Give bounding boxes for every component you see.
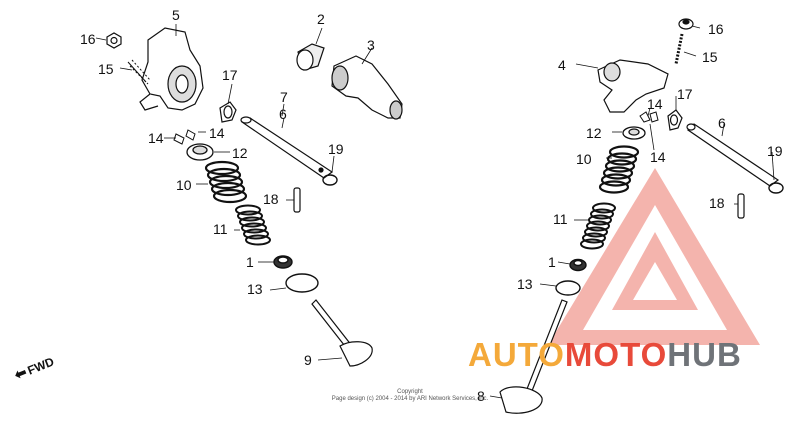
callout-17-right: 17 [677,86,693,102]
spring-seat-left [285,273,319,293]
outer-spring-left [204,160,248,204]
callout-5: 5 [172,7,180,23]
o-ring-right [768,182,784,194]
dowel-pin-right [667,109,683,131]
callout-13-left: 13 [247,281,263,297]
automotohub-watermark: AUTOMOTOHUB [468,336,742,374]
rocker-arm-right [597,59,669,113]
callout-18-right: 18 [709,195,725,211]
callout-11-left: 11 [213,221,228,237]
valve-cotters-right [639,111,659,123]
callout-8: 8 [477,388,485,404]
pin-right [737,193,745,219]
callout-1-right: 1 [548,254,556,270]
exhaust-valve [311,299,373,367]
callout-1-left: 1 [246,254,254,270]
callout-2: 2 [317,11,325,27]
outer-spring-right [598,145,640,194]
callout-6-left: 6 [279,106,287,122]
adjuster-screw-left [127,59,151,85]
callout-12-right: 12 [586,125,602,141]
rocker-shaft-right [686,123,780,187]
spring-retainer-right [622,126,646,140]
copyright-line-1: Copyright [397,389,423,395]
callout-10-right: 10 [576,151,592,167]
callout-14-right-b: 14 [650,149,666,165]
pin-left [293,187,301,213]
camshaft [331,55,403,120]
valve-stem-seal-right [569,258,587,272]
watermark-auto: AUTO [468,336,565,373]
callout-13-right: 13 [517,276,533,292]
leader-lines [95,24,775,399]
callout-19-left: 19 [328,141,344,157]
rocker-arm-left [139,27,204,111]
callout-15-left: 15 [98,61,114,77]
spring-retainer-left [186,143,214,161]
inner-spring-left [235,204,271,246]
valve-cotters-left [173,129,196,145]
callout-12-left: 12 [232,145,248,161]
callout-14-right-a: 14 [647,96,663,112]
callout-7: 7 [280,89,288,105]
intake-valve [499,299,568,414]
lock-nut-right [678,18,694,30]
callout-16-left: 16 [80,31,96,47]
callout-4: 4 [558,57,566,73]
adjuster-screw-right [674,33,684,65]
callout-3: 3 [367,37,375,53]
callout-14-left-b: 14 [209,125,225,141]
callout-14-left-a: 14 [148,130,164,146]
callout-18-left: 18 [263,191,279,207]
copyright-notice: Copyright Page design (c) 2004 - 2014 by… [315,389,505,403]
copyright-line-2: Page design (c) 2004 - 2014 by ARI Netwo… [331,396,489,403]
valve-stem-seal-left [273,255,293,269]
callout-11-right: 11 [553,211,568,227]
rocker-shaft-left [240,116,334,179]
watermark-triangle [548,168,760,345]
callout-9: 9 [304,352,312,368]
callout-17-left: 17 [222,67,238,83]
callout-6-right: 6 [718,115,726,131]
lock-nut-left [106,32,122,49]
watermark-moto: MOTO [564,336,668,373]
watermark-hub: HUB [667,336,742,373]
inner-spring-right [580,202,616,250]
spring-seat-right [555,280,581,296]
callout-15-right: 15 [702,49,718,65]
callout-19-right: 19 [767,143,783,159]
dowel-pin-left [219,101,237,123]
o-ring-left [322,174,338,186]
callout-16-right: 16 [708,21,724,37]
cam-bushing [296,43,325,71]
callout-10-left: 10 [176,177,192,193]
